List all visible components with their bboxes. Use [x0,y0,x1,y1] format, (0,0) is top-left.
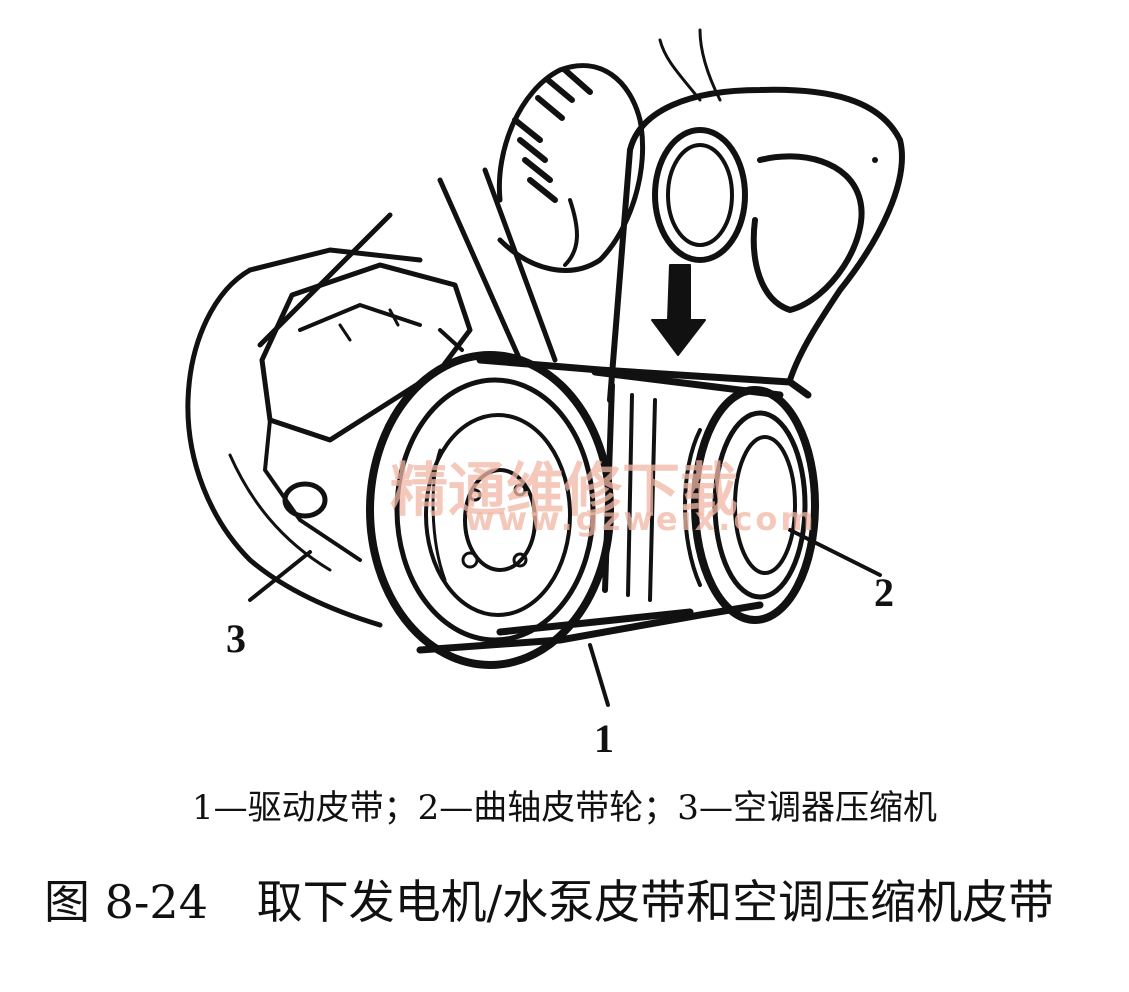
drive-belt [416,356,812,654]
upper-belt-strands [257,167,558,363]
direction-arrow [651,264,706,356]
leader-lines [248,528,882,707]
alternator [496,28,722,273]
watermark-text: 精通维修下载 [390,456,738,524]
water-pump-bracket [607,86,905,403]
figure-number: 图 8-24 [44,875,208,929]
leader-2 [788,528,882,577]
leader-3 [248,550,312,602]
leader-1 [588,643,610,707]
figure-caption: 图 8-24 取下发电机/水泵皮带和空调压缩机皮带 [44,866,1054,932]
legend: 1—驱动皮带；2—曲轴皮带轮；3—空调器压缩机 [192,788,937,828]
watermark-url: www.gzweix.com [465,500,817,538]
figure-title: 取下发电机/水泵皮带和空调压缩机皮带 [256,875,1055,929]
callout-1: 1 [594,716,614,761]
callout-2: 2 [874,570,894,615]
callout-3: 3 [226,616,246,661]
ac-compressor [185,247,473,628]
